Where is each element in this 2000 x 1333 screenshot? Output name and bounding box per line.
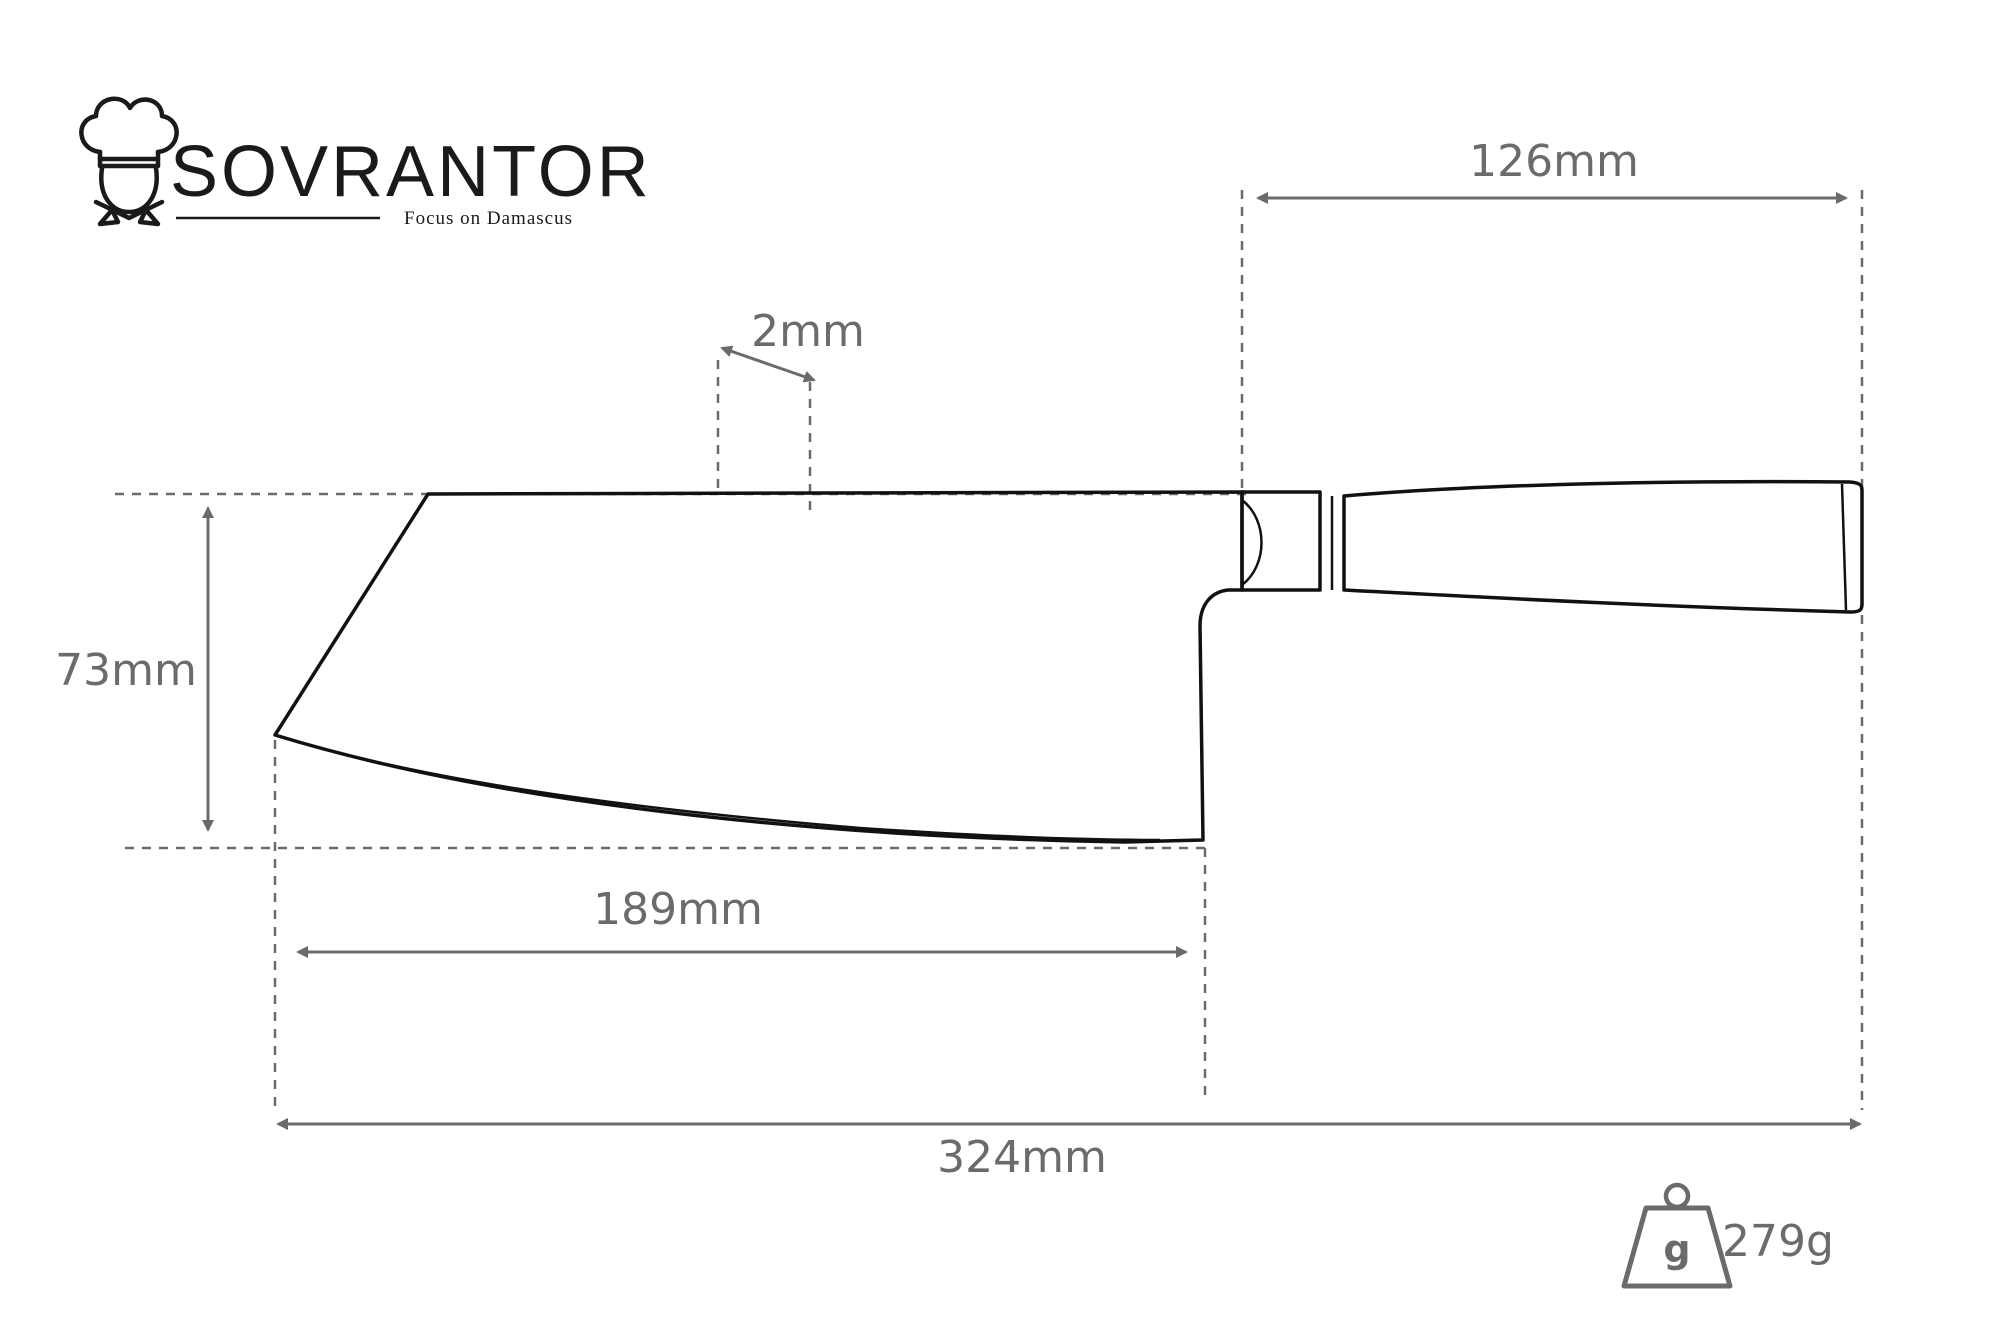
blade-outline [273,490,1244,844]
bolster-curve [1241,499,1263,586]
brand-name: SOVRANTOR [170,132,652,212]
brand-logo: SOVRANTOR Focus on Damascus [79,96,652,229]
total-length-label: 324mm [937,1132,1107,1183]
weight-icon: g [1621,1182,1733,1289]
blade-edge-bevel [274,733,1161,842]
handle-length-label: 126mm [1469,136,1639,187]
bolster-outline [1240,490,1322,592]
blade-thickness-arrow [720,345,816,383]
handle-end-cap [1840,483,1848,611]
dimension-arrows [202,192,1862,1130]
weight-indicator: g 279g [1621,1182,1834,1289]
brand-tagline: Focus on Damascus [404,208,573,229]
handle-outline [1342,479,1864,614]
dimension-labels: 126mm 2mm 73mm 189mm 324mm [55,136,1639,1183]
weight-value: 279g [1722,1216,1834,1267]
blade-length-label: 189mm [593,884,763,935]
chef-hat-logo-icon [79,96,179,227]
blade-thickness-label: 2mm [751,306,865,357]
blade-height-label: 73mm [55,645,197,696]
weight-icon-letter: g [1663,1227,1690,1271]
reference-lines [115,190,1864,1110]
cleaver-knife-outline [273,479,1864,844]
